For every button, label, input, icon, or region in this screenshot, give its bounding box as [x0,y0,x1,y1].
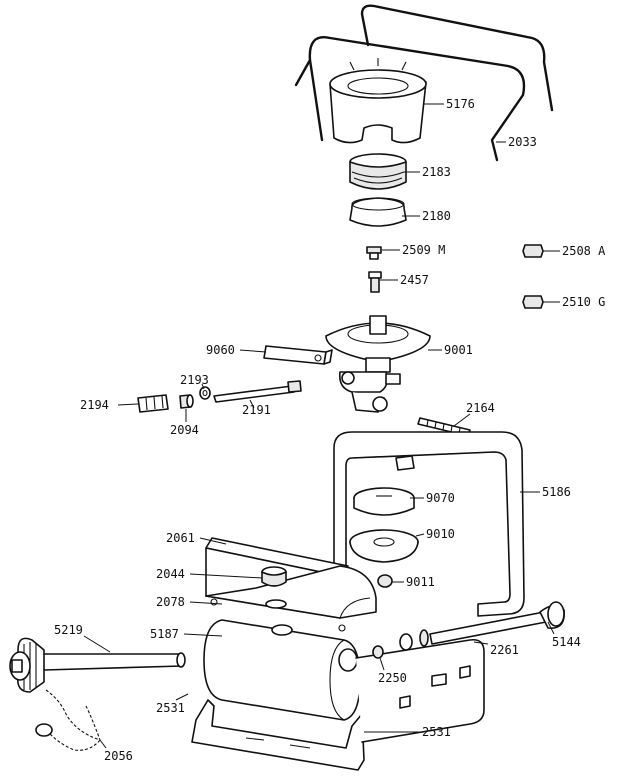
label-2061: 2061 [166,531,195,545]
label-2250: 2250 [378,671,407,685]
label-2180: 2180 [422,209,451,223]
part-2191-valve-stem [213,380,302,403]
label-2457: 2457 [400,273,429,287]
part-2033-pot-support [294,4,554,162]
part-2194-fitting [137,394,169,413]
part-2508-nut [522,244,544,258]
label-2510: 2510 G [562,295,605,309]
label-5219: 5219 [54,623,83,637]
label-5186: 5186 [542,485,571,499]
part-base-frame [191,638,485,771]
part-2094-packing [179,394,194,409]
label-2531-left: 2531 [156,701,185,715]
part-5176-burner-cup [329,58,427,144]
part-5186-case [333,431,525,617]
label-9010: 9010 [426,527,455,541]
label-5176: 5176 [446,97,475,111]
part-2078-tank-shield [205,565,377,632]
leader-lines [83,103,560,749]
label-5187: 5187 [150,627,179,641]
label-2094: 2094 [170,423,199,437]
part-9011-nut [377,574,393,588]
part-5144-pump-rod [429,601,565,645]
part-2193-washer [199,386,211,400]
part-2044-filler-cap [261,566,287,587]
label-2056: 2056 [104,749,133,763]
label-2164: 2164 [466,401,495,415]
part-9001-burner-assembly [325,315,431,413]
label-9011: 9011 [406,575,435,589]
label-2033: 2033 [508,135,537,149]
part-2509-screw [366,246,382,260]
label-2193: 2193 [180,373,209,387]
label-2191: 2191 [242,403,271,417]
label-2194: 2194 [80,398,109,412]
part-9010-drip-pan [349,529,419,563]
label-2261: 2261 [490,643,519,657]
label-5144: 5144 [552,635,581,649]
part-labels: 5176 2033 2183 2180 2509 M 2508 A 2457 2… [54,97,606,763]
label-2508: 2508 A [562,244,606,258]
label-2183: 2183 [422,165,451,179]
part-2510-nut [522,295,544,309]
part-9070-burner-plate [353,487,415,516]
part-5187-fuel-tank [203,619,361,721]
label-2078: 2078 [156,595,185,609]
part-2056-chain [35,689,101,751]
label-9001: 9001 [444,343,473,357]
part-2250-valve [372,645,384,659]
label-2509: 2509 M [402,243,445,257]
label-2531-right: 2531 [422,725,451,739]
label-9060: 9060 [206,343,235,357]
part-2457-jet [368,271,382,293]
label-2044: 2044 [156,567,185,581]
label-9070: 9070 [426,491,455,505]
part-2180-burner-cap [349,197,407,227]
part-9060-valve-lever [263,345,333,365]
part-5219-generator [9,637,186,693]
part-2261-pump-seal [399,629,429,651]
part-2183-burner-screen [349,153,407,190]
